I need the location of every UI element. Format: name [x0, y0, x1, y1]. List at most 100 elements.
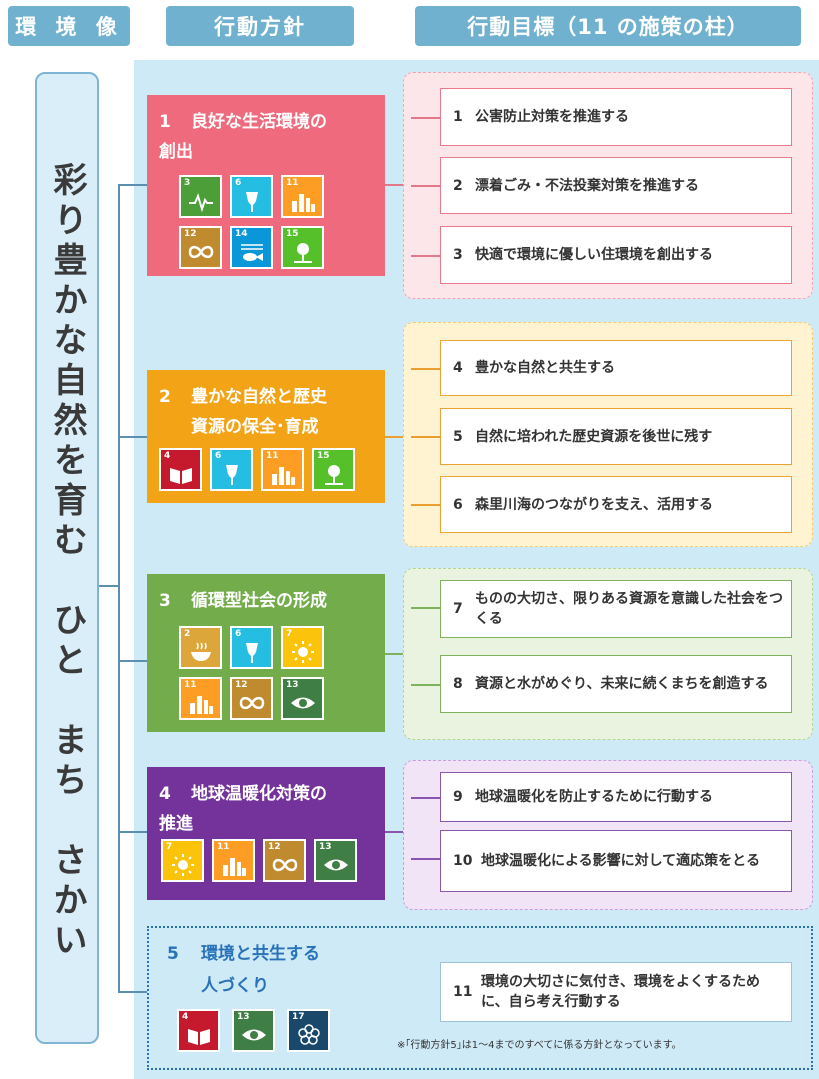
buildings-icon	[292, 194, 315, 212]
sun-icon	[172, 854, 194, 876]
connector-p1-h	[385, 184, 412, 186]
sdg-goal-7-sun-icon: 7	[161, 839, 204, 882]
environment-vision-box: 彩り豊かな自然を育む ひと まち さかい	[35, 72, 99, 1044]
eye-icon	[291, 697, 315, 709]
sdg-goal-3-heartbeat-icon: 3	[179, 175, 222, 218]
sdg-goal-14-fish-icon: 14	[230, 226, 273, 269]
sdg-goal-11-buildings-icon: 11	[212, 839, 255, 882]
sdg-goal-4-book-icon: 4	[159, 448, 202, 491]
sdg-goal-number: 15	[286, 229, 299, 239]
header-environment: 環 境 像	[8, 6, 130, 46]
sdg-goal-number: 3	[184, 178, 191, 188]
sdg-goal-number: 4	[164, 451, 171, 461]
sdg-goal-number: 7	[286, 629, 293, 639]
connector-vertical-trunk	[118, 184, 120, 992]
sdg-goal-6-water-drop-icon: 6	[230, 626, 273, 669]
sdg-icon-group-2: 4 6 11 15	[159, 448, 389, 491]
fish-icon	[241, 244, 263, 261]
sdg-goal-11-buildings-icon: 11	[281, 175, 324, 218]
target-stub-9	[411, 797, 440, 799]
infinity-icon	[188, 245, 214, 259]
buildings-icon	[272, 467, 295, 485]
tree-icon	[294, 243, 312, 263]
sdg-goal-12-infinity-icon: 12	[230, 677, 273, 720]
sdg-goal-number: 2	[184, 629, 191, 639]
sdg-goal-7-sun-icon: 7	[281, 626, 324, 669]
connector-branch-5	[118, 991, 147, 993]
sdg-goal-2-bowl-icon: 2	[179, 626, 222, 669]
target-stub-4	[411, 368, 440, 370]
target-stub-6	[411, 504, 440, 506]
sdg-icon-group-3: 2 6 7 11 12 13	[179, 626, 359, 720]
target-stub-8	[411, 684, 440, 686]
sdg-goal-13-eye-icon: 13	[281, 677, 324, 720]
sdg-goal-13-eye-icon: 13	[314, 839, 357, 882]
sdg-goal-12-infinity-icon: 12	[263, 839, 306, 882]
connector-branch-4	[118, 831, 147, 833]
sdg-goal-15-tree-icon: 15	[281, 226, 324, 269]
sdg-goal-number: 13	[286, 680, 299, 690]
sdg-goal-12-infinity-icon: 12	[179, 226, 222, 269]
environment-vision-text: 彩り豊かな自然を育む ひと まち さかい	[47, 162, 87, 962]
connector-branch-2	[118, 436, 147, 438]
buildings-icon	[223, 858, 246, 876]
header-target: 行動目標（11 の施策の柱）	[415, 6, 801, 46]
target-stub-1	[411, 117, 440, 119]
sdg-goal-11-buildings-icon: 11	[261, 448, 304, 491]
connector-p3-h	[385, 653, 412, 655]
target-stub-3	[411, 255, 440, 257]
sdg-goal-number: 6	[215, 451, 222, 461]
target-stub-10	[411, 858, 440, 860]
sdg-goal-number: 11	[217, 842, 230, 852]
sdg-goal-number: 12	[268, 842, 281, 852]
sdg-goal-number: 6	[235, 178, 242, 188]
infinity-icon	[272, 858, 298, 872]
sdg-goal-number: 6	[235, 629, 242, 639]
sdg-icon-group-4: 7 11 12 13	[161, 839, 391, 882]
sdg-goal-17-flower-icon: 17	[287, 1009, 330, 1052]
buildings-icon	[190, 696, 213, 714]
infinity-icon	[239, 696, 265, 710]
sdg-goal-number: 12	[235, 680, 248, 690]
book-icon	[170, 468, 192, 484]
connector-vision-trunk	[99, 585, 119, 587]
sdg-goal-number: 15	[317, 451, 330, 461]
bowl-icon	[191, 642, 211, 661]
sdg-goal-number: 7	[166, 842, 173, 852]
water-drop-icon	[246, 643, 258, 663]
sdg-goal-number: 17	[292, 1012, 305, 1022]
sdg-goal-4-book-icon: 4	[177, 1009, 220, 1052]
water-drop-icon	[246, 192, 258, 212]
policy-5-note: ※｢行動方針5｣は1～4までのすべてに係る方針となっています。	[397, 1040, 682, 1051]
sdg-goal-number: 13	[319, 842, 332, 852]
sdg-goal-number: 12	[184, 229, 197, 239]
connector-branch-1	[118, 184, 147, 186]
sdg-goal-number: 11	[266, 451, 279, 461]
flower-icon	[298, 1024, 320, 1045]
header-policy: 行動方針	[166, 6, 354, 46]
target-stub-7	[411, 607, 440, 609]
eye-icon	[242, 1029, 266, 1041]
sdg-goal-11-buildings-icon: 11	[179, 677, 222, 720]
sun-icon	[292, 641, 314, 663]
